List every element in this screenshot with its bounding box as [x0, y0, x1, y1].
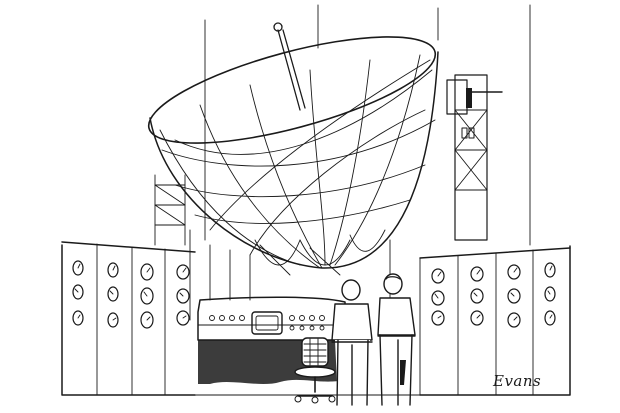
office-chair: [294, 337, 336, 404]
console-monitor-screen: [251, 311, 283, 335]
radio-telescope-dish: [147, 22, 439, 276]
background-wall: [189, 4, 531, 321]
right-gauges: [431, 262, 556, 328]
person-left: [331, 279, 373, 406]
support-tower: [446, 74, 503, 241]
left-gauges: [72, 260, 190, 329]
person-right: [377, 273, 416, 406]
left-instrument-panels: [61, 241, 196, 396]
artist-signature: Evans: [493, 372, 542, 390]
right-instrument-panels: [419, 245, 571, 396]
dish-reflection: [209, 239, 391, 301]
left-scaffold: [154, 174, 186, 246]
